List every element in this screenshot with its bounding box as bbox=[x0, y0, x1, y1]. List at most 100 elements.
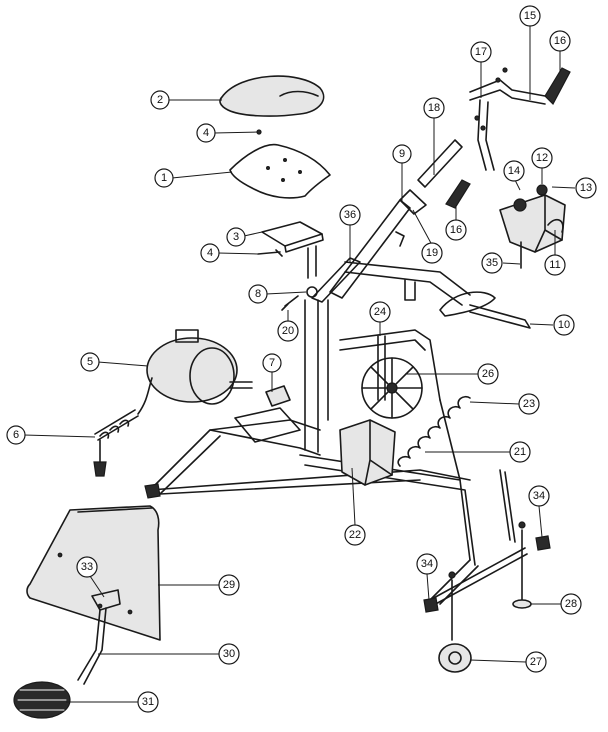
callout-15: 15 bbox=[519, 5, 541, 27]
callout-34-right: 34 bbox=[528, 485, 550, 507]
footrest bbox=[439, 291, 531, 329]
callout-30: 30 bbox=[218, 643, 240, 665]
svg-text:11: 11 bbox=[549, 259, 560, 271]
callout-13: 13 bbox=[575, 177, 597, 199]
svg-text:30: 30 bbox=[223, 648, 235, 660]
svg-text:3: 3 bbox=[233, 231, 239, 243]
svg-text:33: 33 bbox=[81, 561, 93, 573]
callout-10: 10 bbox=[553, 314, 575, 336]
svg-text:17: 17 bbox=[475, 46, 487, 58]
svg-text:36: 36 bbox=[344, 209, 356, 221]
rear-foot bbox=[144, 483, 161, 499]
flywheel bbox=[361, 357, 423, 419]
svg-text:26: 26 bbox=[482, 368, 494, 380]
seat-bracket-plate bbox=[261, 221, 324, 279]
callout-17: 17 bbox=[470, 41, 492, 63]
svg-text:31: 31 bbox=[142, 696, 154, 708]
svg-text:27: 27 bbox=[530, 656, 542, 668]
callout-12: 12 bbox=[531, 147, 553, 169]
svg-text:4: 4 bbox=[203, 127, 209, 139]
callout-31: 31 bbox=[137, 691, 159, 713]
svg-text:24: 24 bbox=[374, 306, 386, 318]
crossbar-arm bbox=[311, 257, 471, 306]
svg-text:29: 29 bbox=[223, 579, 235, 591]
callout-24: 24 bbox=[369, 301, 391, 323]
seat-bolt bbox=[257, 249, 283, 257]
svg-text:18: 18 bbox=[428, 102, 440, 114]
caster-wheel bbox=[438, 571, 472, 673]
callout-28: 28 bbox=[560, 593, 582, 615]
callout-7: 7 bbox=[262, 353, 282, 373]
svg-text:12: 12 bbox=[536, 152, 548, 164]
svg-text:19: 19 bbox=[426, 247, 438, 259]
svg-text:9: 9 bbox=[399, 148, 405, 160]
pivot-bolt bbox=[306, 286, 318, 298]
svg-text:8: 8 bbox=[255, 288, 261, 300]
seat-cushion bbox=[219, 75, 325, 117]
main-steering-tube bbox=[329, 189, 427, 299]
drive-shaft bbox=[377, 335, 386, 401]
shaft-coupler bbox=[265, 385, 291, 407]
handlebar-post bbox=[417, 139, 463, 188]
callout-34-left: 34 bbox=[416, 553, 438, 575]
leveling-foot-front bbox=[535, 535, 551, 551]
svg-text:4: 4 bbox=[207, 247, 213, 259]
callout-33: 33 bbox=[76, 556, 98, 578]
callout-22: 22 bbox=[344, 524, 366, 546]
callout-36: 36 bbox=[339, 204, 361, 226]
callout-16-left: 16 bbox=[445, 219, 467, 241]
svg-text:10: 10 bbox=[558, 319, 570, 331]
callout-18: 18 bbox=[423, 97, 445, 119]
svg-text:15: 15 bbox=[524, 10, 536, 22]
svg-text:22: 22 bbox=[349, 529, 361, 541]
svg-text:34: 34 bbox=[421, 558, 433, 570]
svg-text:7: 7 bbox=[269, 357, 275, 369]
callout-4-upper: 4 bbox=[196, 123, 216, 143]
svg-text:16: 16 bbox=[554, 35, 566, 47]
leader-lines bbox=[23, 26, 576, 703]
callout-5: 5 bbox=[80, 352, 100, 372]
control-box bbox=[499, 184, 566, 253]
svg-text:16: 16 bbox=[450, 224, 462, 236]
panel-bracket-arm bbox=[77, 589, 121, 685]
callout-8: 8 bbox=[248, 284, 268, 304]
svg-text:35: 35 bbox=[486, 257, 498, 269]
suspension-spring bbox=[397, 395, 471, 467]
callout-11: 11 bbox=[544, 254, 566, 276]
coiled-power-cord bbox=[93, 377, 153, 477]
callout-19: 19 bbox=[421, 242, 443, 264]
pedal-knob bbox=[13, 681, 71, 719]
callout-20: 20 bbox=[277, 320, 299, 342]
callout-14: 14 bbox=[503, 160, 525, 182]
callout-1: 1 bbox=[154, 168, 174, 188]
svg-text:34: 34 bbox=[533, 490, 545, 502]
main-frame bbox=[149, 299, 528, 607]
svg-text:5: 5 bbox=[87, 356, 93, 368]
svg-text:20: 20 bbox=[282, 325, 294, 337]
small-screw bbox=[281, 295, 299, 311]
callout-29: 29 bbox=[218, 574, 240, 596]
svg-text:23: 23 bbox=[523, 398, 535, 410]
leveling-bolt bbox=[512, 521, 532, 609]
callout-27: 27 bbox=[525, 651, 547, 673]
svg-text:1: 1 bbox=[161, 172, 167, 184]
frame-cross-plate bbox=[234, 407, 301, 443]
svg-text:14: 14 bbox=[508, 165, 520, 177]
svg-text:21: 21 bbox=[514, 446, 526, 458]
callout-2: 2 bbox=[150, 90, 170, 110]
svg-text:13: 13 bbox=[580, 182, 592, 194]
callout-21: 21 bbox=[509, 441, 531, 463]
drive-motor bbox=[146, 329, 253, 405]
callout-35: 35 bbox=[481, 252, 503, 274]
callout-16-right: 16 bbox=[549, 30, 571, 52]
callout-26: 26 bbox=[477, 363, 499, 385]
svg-text:6: 6 bbox=[13, 429, 19, 441]
leveling-foot-rear bbox=[423, 597, 439, 613]
callout-4-lower: 4 bbox=[200, 243, 220, 263]
callout-6: 6 bbox=[6, 425, 26, 445]
seat-pan bbox=[229, 143, 331, 199]
gearbox bbox=[339, 419, 396, 486]
callout-23: 23 bbox=[518, 393, 540, 415]
svg-text:2: 2 bbox=[157, 94, 163, 106]
